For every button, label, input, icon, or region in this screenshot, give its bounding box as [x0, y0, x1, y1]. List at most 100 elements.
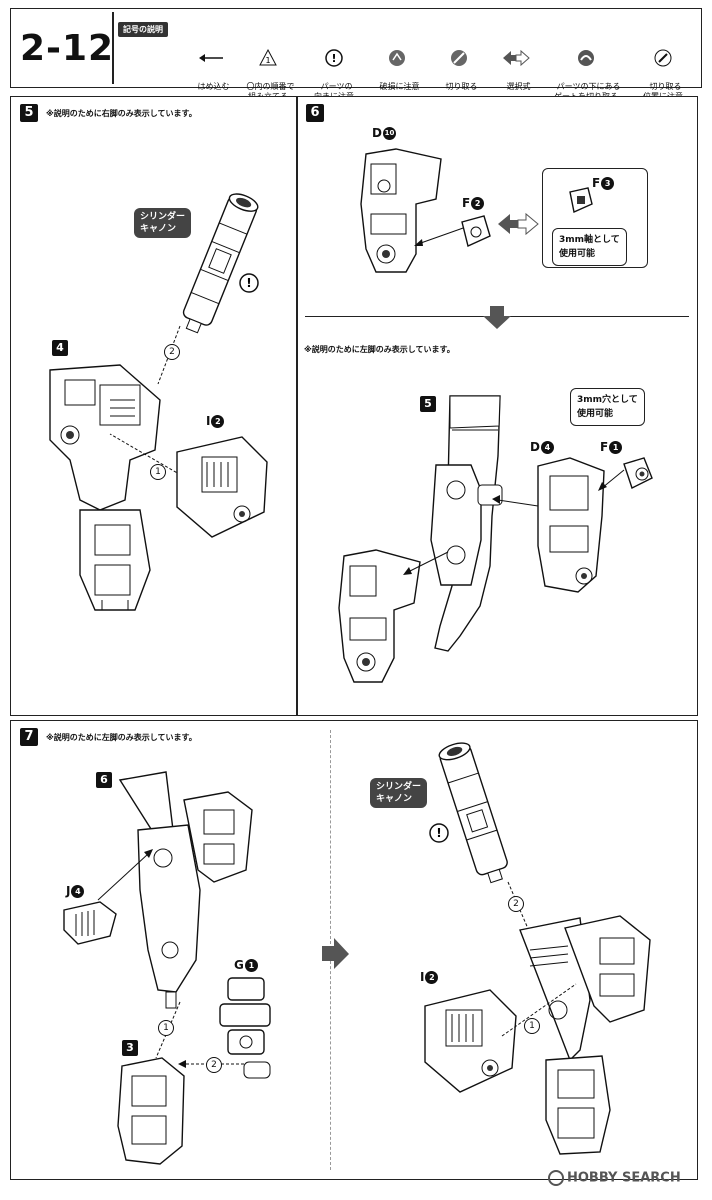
- svg-text:!: !: [436, 826, 441, 840]
- part-number: 2: [471, 197, 485, 210]
- order-step-2b: 2: [508, 896, 524, 912]
- circled-number-icon: 1: [259, 48, 277, 66]
- arrow-left-icon: [199, 54, 223, 62]
- display-note: ※説明のために左脚のみ表示しています。: [46, 733, 197, 742]
- fit-arrow-d4: [492, 495, 539, 507]
- next-arrow-down-icon: [483, 306, 511, 329]
- order-step-1: 1: [150, 464, 166, 480]
- legend-item-fit: はめ込む: [186, 28, 236, 92]
- exclamation-icon: !: [239, 273, 259, 293]
- lower-leg-armor-drawing: [338, 549, 421, 683]
- svg-text:!: !: [331, 52, 336, 65]
- cut-position-icon: [654, 49, 672, 67]
- cylinder-cannon-callout: シリンダー キャノン: [134, 208, 192, 238]
- step-number: 7: [20, 728, 38, 746]
- display-note: ※説明のために左脚のみ表示しています。: [304, 345, 455, 354]
- subassembly-6-label: 6: [96, 772, 112, 788]
- watermark-logo-icon: [548, 1170, 564, 1186]
- part-letter: F: [600, 440, 609, 454]
- legend-item-gate: パーツの下にある ゲートを切り取る: [548, 28, 624, 102]
- part-letter: D: [372, 126, 382, 140]
- part-f3-drawing: [569, 187, 593, 213]
- fit-arrow-lower: [403, 551, 449, 575]
- part-letter: J: [66, 884, 71, 898]
- legend-title: 記号の説明: [118, 22, 168, 37]
- order-line-1b: [501, 983, 577, 1037]
- legend-item-cut-position: 切り取る 位置に注意: [634, 28, 692, 102]
- part-j4-drawing: [63, 901, 117, 945]
- subassembly-3-label: 3: [122, 1040, 138, 1056]
- next-arrow-right-icon: [322, 938, 349, 969]
- legend-item-orientation: ! パーツの 向きに注意: [306, 28, 362, 102]
- svg-text:1: 1: [265, 56, 270, 65]
- part-letter: I: [420, 970, 425, 984]
- part-number: 2: [211, 415, 225, 428]
- legend-item-cut: 切り取る: [434, 28, 484, 92]
- part-number: 1: [244, 959, 258, 972]
- part-d10-drawing: [360, 148, 442, 273]
- part-number: 2: [425, 971, 439, 984]
- display-note: ※説明のために右脚のみ表示しています。: [46, 109, 197, 118]
- exclamation-icon: !: [429, 823, 449, 843]
- legend-label-cut: 切り取る: [445, 82, 478, 91]
- right-leg-drawing: [49, 364, 161, 611]
- step-number: 6: [306, 104, 324, 122]
- part-number: 10: [382, 127, 396, 140]
- part-f1-drawing: [623, 457, 653, 489]
- part-letter: G: [234, 958, 244, 972]
- part-letter: F: [462, 196, 471, 210]
- exclamation-icon: !: [325, 49, 343, 67]
- watermark-text: HOBBY SEARCH: [567, 1170, 681, 1186]
- part-g1-drawing: [219, 977, 271, 1079]
- subassembly-4-label: 4: [52, 340, 68, 356]
- fit-arrow-j4: [97, 849, 153, 901]
- part-letter: F: [592, 176, 601, 190]
- header-bar: [10, 8, 702, 88]
- damage-warning-icon: [389, 50, 405, 66]
- choice-arrows-icon: [503, 49, 530, 67]
- f1-usage-callout: 3mm穴として 使用可能: [570, 388, 645, 426]
- step-code: 2-12: [20, 28, 115, 69]
- cylinder-cannon-drawing: [182, 193, 259, 334]
- cut-icon: [451, 50, 467, 66]
- order-step-2: 2: [164, 344, 180, 360]
- part-f2-drawing: [461, 215, 491, 247]
- legend-label-damage: 破損に注意: [379, 82, 420, 91]
- part-letter: D: [530, 440, 540, 454]
- order-step-1b: 1: [524, 1018, 540, 1034]
- left-leg-assembly-drawing: [118, 771, 253, 1009]
- legend-label-choice: 選択式: [506, 82, 531, 91]
- part-number: 3: [601, 177, 615, 190]
- svg-text:!: !: [246, 276, 251, 290]
- watermark: HOBBY SEARCH: [548, 1170, 681, 1186]
- foot-assembly-drawing: [117, 1057, 185, 1165]
- subassembly-5-label: 5: [420, 396, 436, 412]
- part-number: 1: [609, 441, 623, 454]
- legend-item-order: 1 〇内の順番で 組み立てる: [240, 28, 296, 102]
- choice-arrows-icon: [498, 212, 539, 236]
- part-i2-drawing: [424, 989, 517, 1093]
- order-step-1: 1: [158, 1020, 174, 1036]
- cylinder-cannon-drawing: [438, 742, 508, 884]
- legend-item-choice: 選択式: [494, 28, 538, 92]
- gate-cut-icon: [578, 50, 594, 66]
- part-number: 4: [540, 441, 554, 454]
- full-leg-drawing: [519, 915, 651, 1155]
- part-number: 4: [71, 885, 85, 898]
- legend-label-fit: はめ込む: [197, 82, 230, 91]
- order-step-2: 2: [206, 1057, 222, 1073]
- step-number: 5: [20, 104, 38, 122]
- legend-item-damage: 破損に注意: [372, 28, 422, 92]
- knee-joint-drawing: [430, 464, 503, 586]
- header-divider: [112, 12, 114, 84]
- part-d4-drawing: [537, 457, 605, 593]
- part-i2-drawing: [176, 436, 268, 538]
